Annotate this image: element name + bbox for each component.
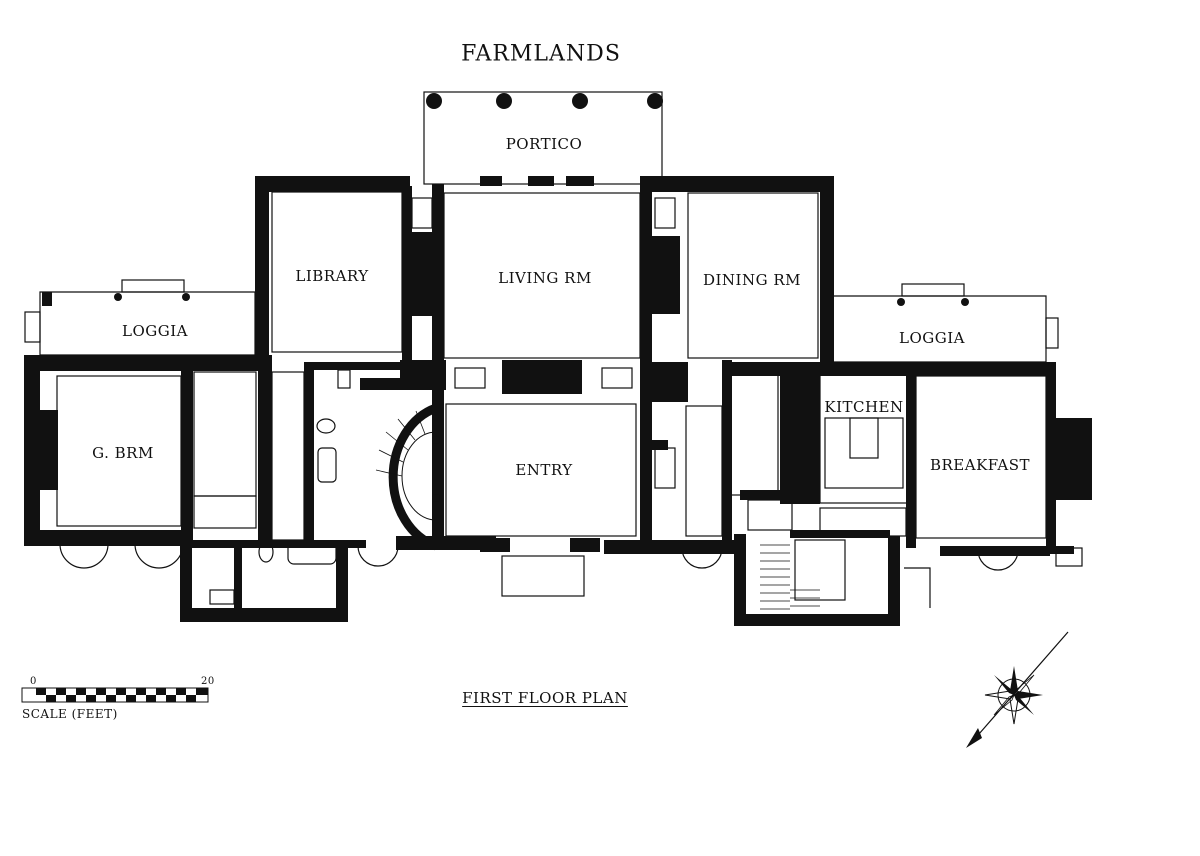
room-label-dining: DINING RM [702,271,802,289]
room-label-entry: ENTRY [515,461,573,479]
room-label-living: LIVING RM [498,269,592,287]
plan-title: FARMLANDS [461,41,621,67]
room-label-guest-bedroom: G. BRM [92,444,154,462]
room-label-portico: PORTICO [505,135,583,153]
scale-bar [21,687,209,703]
curved-stair [375,403,438,551]
compass-rose-icon [966,631,1069,748]
plan-subtitle: FIRST FLOOR PLAN [462,689,628,707]
room-label-kitchen: KITCHEN [824,398,904,416]
columns [114,93,969,502]
scale-end-label: 20 [201,676,215,687]
walls [24,176,1092,626]
scale-label: SCALE (FEET) [22,707,118,721]
room-label-loggia-right: LOGGIA [899,329,965,347]
stair-treads [760,544,820,610]
room-label-library: LIBRARY [295,267,369,285]
room-label-loggia-left: LOGGIA [122,322,188,340]
room-label-breakfast: BREAKFAST [929,456,1031,474]
scale-start-label: 0 [30,676,37,687]
